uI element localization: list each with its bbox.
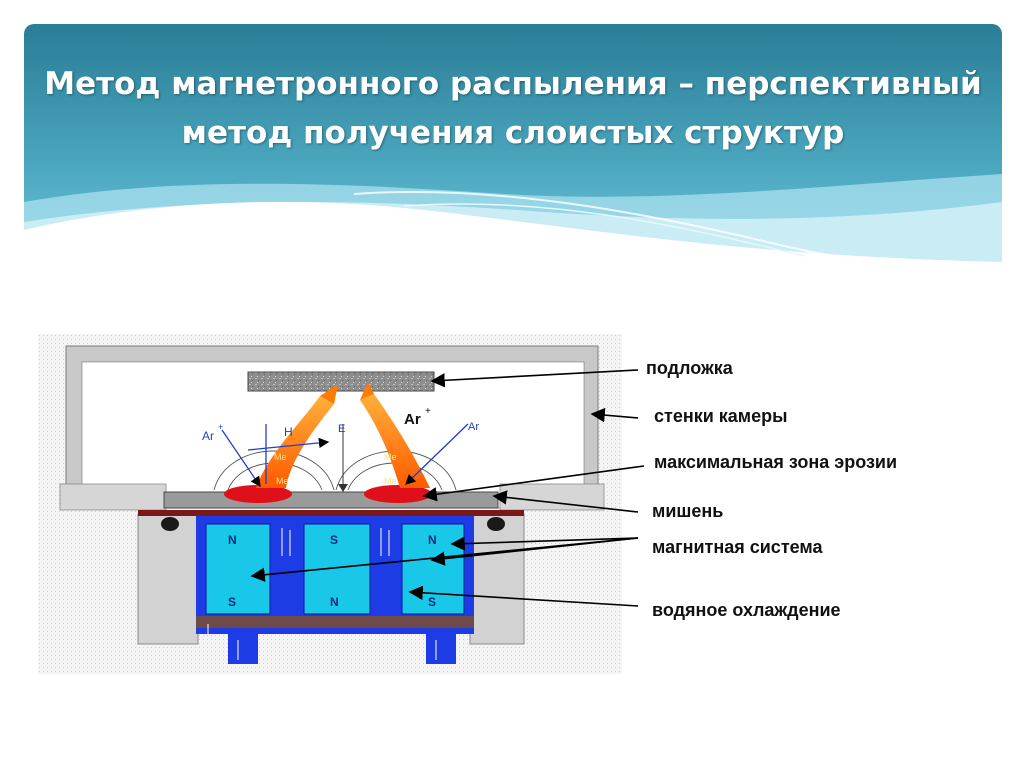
o-ring-right [487,517,505,531]
substrate [247,371,435,392]
label-erosion-zone: максимальная зона эрозии [654,452,898,472]
sputter-plume-right [360,394,430,488]
ion-arrows [221,423,469,488]
me-label-2: Me [276,476,289,486]
field-e-label: E [338,423,345,435]
header-wave-background [24,24,1002,279]
chamber-walls [59,345,605,511]
label-substrate: подложка [646,358,733,378]
ion-ar-plus-left-sup: + [218,422,223,432]
ion-ar-plus-right: Ar [404,411,421,428]
magnetron-diagram: Ar + Ar + Ar H E Me Me Me Me N S N S N S [38,334,622,674]
label-chamber-walls: стенки камеры [654,406,788,426]
me-label-4: Me [384,476,397,486]
magnetron-diagram-svg: Ar + Ar + Ar H E Me Me Me Me N S N S N S [38,334,622,674]
erosion-zone-left [224,485,292,503]
sputter-plume-left [256,396,334,488]
me-label-1: Me [274,452,287,462]
ion-ar-plus-left: Ar [202,429,214,443]
label-target: мишень [652,501,724,521]
slide-title-line-1: Метод магнетронного распыления – перспек… [44,66,982,102]
target [163,491,499,509]
me-label-3: Me [384,452,397,462]
slide-title-line-2: метод получения слоистых структур [181,115,845,151]
field-h-label: H [284,425,293,439]
label-magnet-system: магнитная система [652,537,823,557]
pole-s-2: S [228,595,236,609]
slide-header: Метод магнетронного распыления – перспек… [24,24,1002,279]
o-ring-left [161,517,179,531]
pole-n-2: N [428,533,437,547]
backing-plate [138,510,524,516]
ion-ar-right: Ar [468,421,479,433]
label-water-cooling: водяное охлаждение [652,600,841,620]
pole-s-1: S [330,533,338,547]
ion-ar-plus-right-sup: + [425,406,431,417]
slide-title: Метод магнетронного распыления – перспек… [24,60,1002,158]
erosion-zone-right [364,485,432,503]
pole-s-3: S [428,595,436,609]
pole-n-1: N [228,533,237,547]
pole-n-3: N [330,595,339,609]
